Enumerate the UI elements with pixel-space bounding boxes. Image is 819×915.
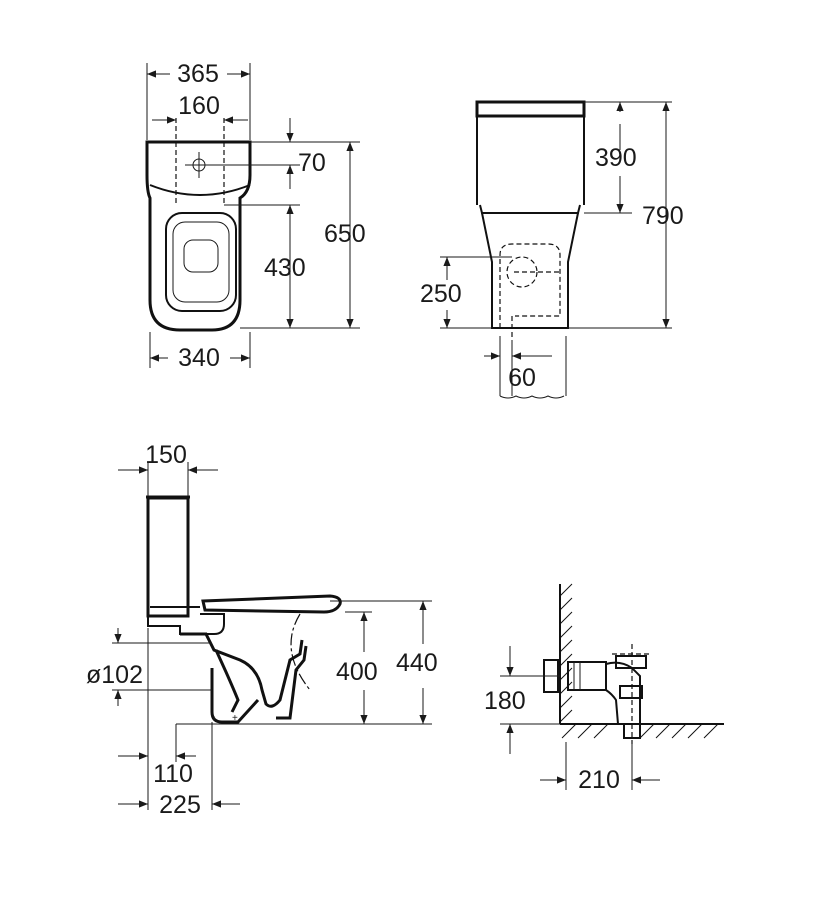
- dim-inlet-height: 250: [420, 280, 462, 308]
- side-dim-lines: [112, 462, 432, 810]
- dim-outlet-to-front: 430: [264, 254, 306, 282]
- dim-height-rim: 440: [396, 649, 438, 677]
- dim-wall-distance: 210: [578, 766, 620, 794]
- dim-width-bowl: 340: [178, 344, 220, 372]
- dim-width-total: 365: [177, 60, 219, 88]
- front-dim-lines: [440, 101, 672, 399]
- dim-fixing-from-wall: 225: [159, 791, 201, 819]
- dim-depth-total: 650: [324, 220, 366, 248]
- connection-detail: 180 210: [484, 583, 724, 794]
- dim-outlet-offset: 70: [298, 149, 326, 177]
- dim-pipe-height: 180: [484, 687, 526, 715]
- top-view: 365 160 70 430 650 340: [145, 60, 366, 372]
- top-view-outline: [145, 118, 252, 332]
- dim-height-total: 790: [642, 202, 684, 230]
- side-view-outline: +: [146, 495, 342, 724]
- side-view: + 150 ø102 400: [86, 441, 438, 819]
- wall-hatch: [559, 583, 724, 739]
- dim-fixing-spacing: 160: [178, 92, 220, 120]
- dim-inlet-offset: 60: [508, 364, 536, 392]
- top-dim-lines: [146, 63, 360, 368]
- dim-seat-height: 400: [336, 658, 378, 686]
- front-view-outline: [475, 100, 586, 340]
- dim-height-cistern: 390: [595, 144, 637, 172]
- svg-text:+: +: [232, 713, 238, 724]
- dim-cistern-depth: 150: [145, 441, 187, 469]
- dim-outlet-from-wall: 110: [153, 760, 193, 788]
- front-view: 390 790 250 60: [420, 100, 684, 399]
- dim-outlet-diameter: ø102: [86, 661, 143, 689]
- connection-dim-lines: [500, 646, 660, 790]
